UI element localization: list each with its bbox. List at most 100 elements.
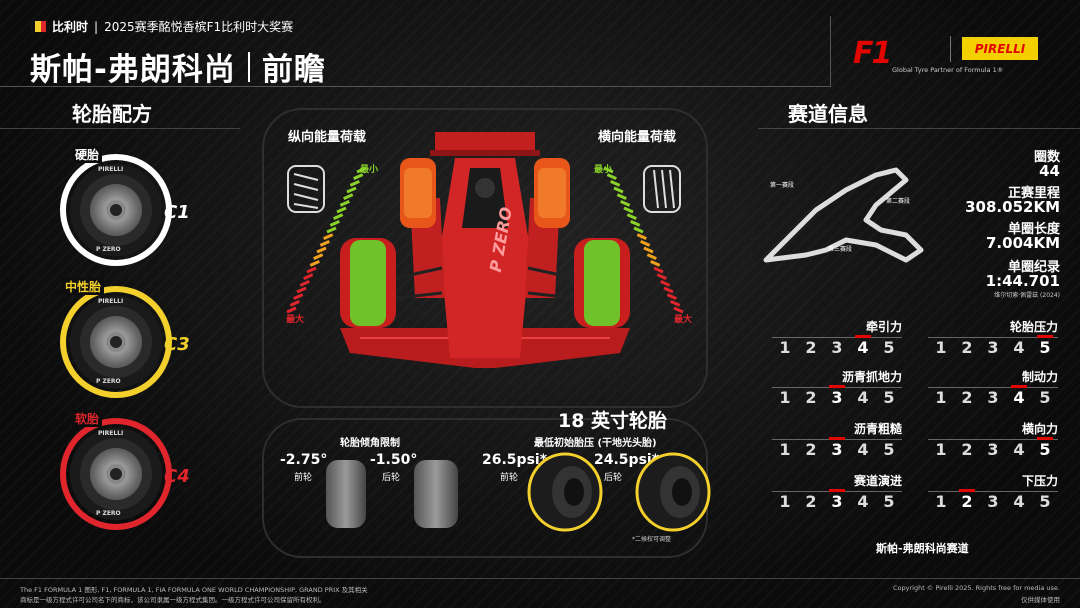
rating-step: 4 <box>857 492 869 511</box>
rating-step: 3 <box>987 388 999 407</box>
rating-step: 5 <box>1039 492 1051 511</box>
circuit-map <box>763 167 924 263</box>
rating-step: 1 <box>779 338 791 357</box>
tyre-pzero-text: P ZERO <box>96 246 121 253</box>
rating-step: 5 <box>883 388 895 407</box>
rating-label: 下压力 <box>1021 474 1058 488</box>
footer-legal-2: 商标是一级方程式许可公司名下的商标，该公司隶属一级方程式集团。一级方程式许可公司… <box>20 596 326 604</box>
lap-record-holder: 维尔切索·佩雷兹 (2024) <box>994 292 1060 299</box>
rating-label: 沥青粗糙 <box>853 422 902 436</box>
energy-segment <box>286 306 297 314</box>
rating-step: 1 <box>779 440 791 459</box>
energy-segment <box>349 179 360 187</box>
front-camber-label: 前轮 <box>294 473 313 483</box>
energy-segment <box>343 193 354 201</box>
rating-label: 轮胎压力 <box>1009 320 1058 334</box>
rating-label: 牵引力 <box>865 320 902 334</box>
compound-color-ring <box>60 418 172 530</box>
rear-pressure-label: 后轮 <box>604 473 623 483</box>
rear-camber-tyre-icon <box>414 460 458 528</box>
energy-segment <box>643 246 654 254</box>
wheel-hub-icon <box>108 466 124 482</box>
lap-record-value: 1:44.701 <box>985 272 1060 290</box>
rating-step: 3 <box>831 492 843 511</box>
energy-segment <box>339 199 350 207</box>
energy-segment <box>663 286 674 294</box>
camber-title: 轮胎倾角限制 <box>340 438 400 449</box>
rating-marker <box>1037 335 1053 338</box>
energy-segment <box>346 186 357 194</box>
circuit-heading: 赛道信息 <box>788 102 868 126</box>
energy-segment <box>333 213 344 221</box>
energy-segment <box>326 226 337 234</box>
tyre-pzero-text: P ZERO <box>96 378 121 385</box>
rating-step: 1 <box>935 492 947 511</box>
compounds-heading: 轮胎配方 <box>72 102 152 126</box>
energy-segment <box>646 253 657 261</box>
energy-segment <box>313 253 324 261</box>
rating-step: 5 <box>883 492 895 511</box>
rear-camber-label: 后轮 <box>382 473 401 483</box>
wheel-hub-icon <box>108 202 124 218</box>
energy-segment <box>299 279 310 287</box>
longitudinal-energy-label: 纵向能量荷载 <box>288 130 367 145</box>
lateral-max-label: 最大 <box>674 315 693 325</box>
rating-axis <box>928 337 1058 338</box>
rating-step: 1 <box>779 492 791 511</box>
rating-label: 沥青抓地力 <box>841 370 902 384</box>
rating-step: 3 <box>987 440 999 459</box>
rating-step: 2 <box>961 388 973 407</box>
energy-segment <box>289 299 300 307</box>
energy-segment <box>603 166 614 174</box>
rating-step: 3 <box>831 440 843 459</box>
rating-step: 2 <box>805 388 817 407</box>
compound-label: 中性胎 <box>62 278 105 295</box>
title-separator <box>247 51 250 82</box>
rating-step: 4 <box>857 388 869 407</box>
title-circuit: 斯帕-弗朗科尚 <box>30 52 236 88</box>
longitudinal-min-label: 最小 <box>360 165 379 175</box>
header-vertical-line <box>830 16 831 87</box>
compound-code: C1 <box>164 202 190 223</box>
energy-segment <box>309 259 320 267</box>
rating-step: 4 <box>1013 492 1025 511</box>
rating-marker <box>959 489 975 492</box>
sector-3-label: 第三赛段 <box>828 246 853 253</box>
distance-value: 308.052KM <box>965 198 1060 216</box>
front-pressure-label: 前轮 <box>500 473 519 483</box>
compound-label: 软胎 <box>72 410 103 427</box>
front-pressure-value: 26.5psi* <box>482 452 548 468</box>
compound-label: 硬胎 <box>72 146 103 163</box>
tyre-brand-text: PIRELLI <box>98 430 124 437</box>
energy-segment <box>336 206 347 214</box>
energy-segment <box>653 266 664 274</box>
rating-marker <box>1037 437 1053 440</box>
energy-segment <box>660 279 671 287</box>
energy-segment <box>323 233 334 241</box>
event-header: 比利时 | 2025赛季酩悦香槟F1比利时大奖赛 <box>30 18 293 35</box>
sector-1-label: 第一赛段 <box>770 182 795 189</box>
rating-step: 1 <box>779 388 791 407</box>
rating-step: 3 <box>831 338 843 357</box>
rating-step: 1 <box>935 440 947 459</box>
compound-color-ring <box>60 154 172 266</box>
rating-step: 5 <box>1039 338 1051 357</box>
energy-segment <box>316 246 327 254</box>
rating-marker <box>829 385 845 388</box>
wheel-hub-icon <box>108 334 124 350</box>
energy-segment <box>666 293 677 301</box>
distance-label: 正赛里程 <box>1007 186 1060 201</box>
rear-pressure-value: 24.5psi* <box>594 452 660 468</box>
rating-step: 1 <box>935 388 947 407</box>
energy-segment <box>620 199 631 207</box>
compounds-divider <box>0 128 240 129</box>
rating-step: 2 <box>961 492 973 511</box>
rating-step: 2 <box>805 338 817 357</box>
rating-axis <box>928 387 1058 388</box>
